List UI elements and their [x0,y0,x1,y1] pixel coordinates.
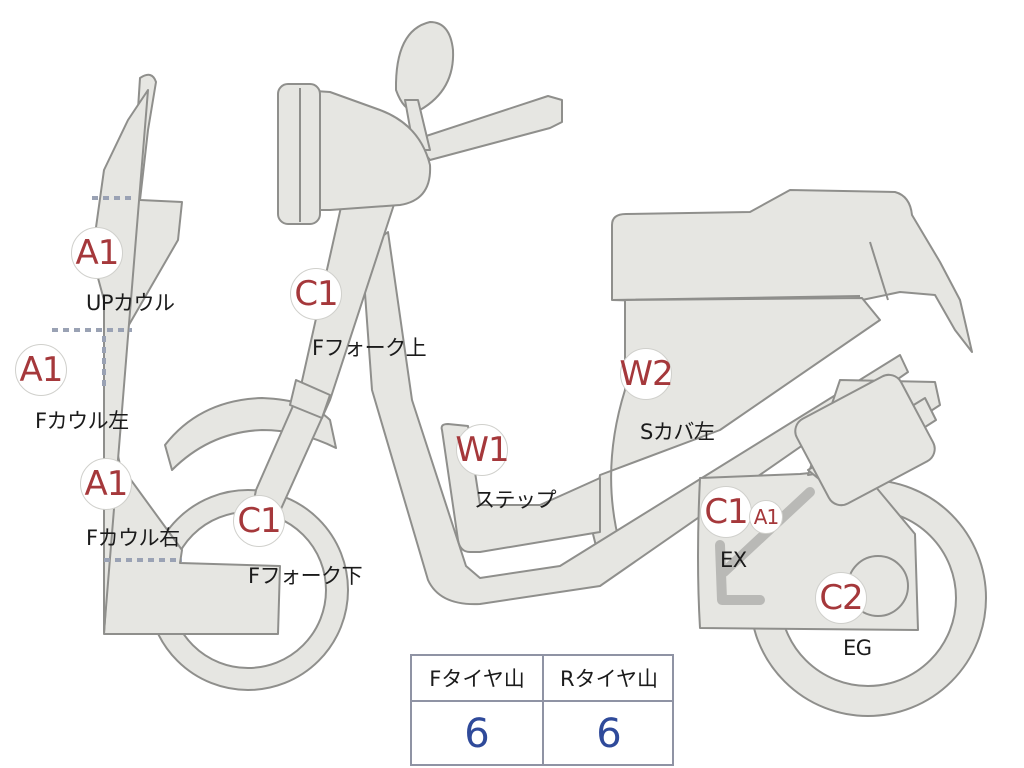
mirror [394,21,455,112]
handlebar [413,95,563,161]
front-cowl [103,73,281,635]
marker-scover-left-label: Sカバ左 [640,420,715,444]
marker-ex-extra-code[interactable]: A1 [749,500,783,534]
marker-fcowl-left-label: Fカウル左 [35,409,129,433]
marker-ex-code[interactable]: C1 [700,486,752,538]
marker-eg-label: EG [843,636,872,660]
seat-body [611,189,973,353]
marker-scover-left-code[interactable]: W2 [619,348,674,400]
tire-tread-table: Fタイヤ山 Rタイヤ山 6 6 [410,654,674,766]
marker-fcowl-right-label: Fカウル右 [86,526,180,550]
marker-upcowl-code[interactable]: A1 [71,227,123,279]
front-tire-tread-value: 6 [464,711,490,757]
rear-tire-tread-value: 6 [596,711,622,757]
table-divider [542,656,544,766]
marker-step-code[interactable]: W1 [455,424,510,476]
marker-upcowl-label: UPカウル [86,291,175,315]
marker-eg-code[interactable]: C2 [815,572,867,624]
marker-ffork-lower-code[interactable]: C1 [233,495,285,547]
handle-cover [299,89,432,211]
marker-fcowl-left-code[interactable]: A1 [15,344,67,396]
front-tire-tread-header: Fタイヤ山 [412,656,542,702]
rear-tire-tread-header: Rタイヤ山 [544,656,674,702]
frame [361,231,909,606]
marker-ffork-upper-code[interactable]: C1 [290,268,342,320]
marker-step-label: ステップ [474,488,557,512]
marker-ffork-lower-label: Fフォーク下 [248,564,363,588]
marker-ex-label: EX [720,548,747,572]
marker-fcowl-right-code[interactable]: A1 [80,458,132,510]
marker-ffork-upper-label: Fフォーク上 [312,336,427,360]
